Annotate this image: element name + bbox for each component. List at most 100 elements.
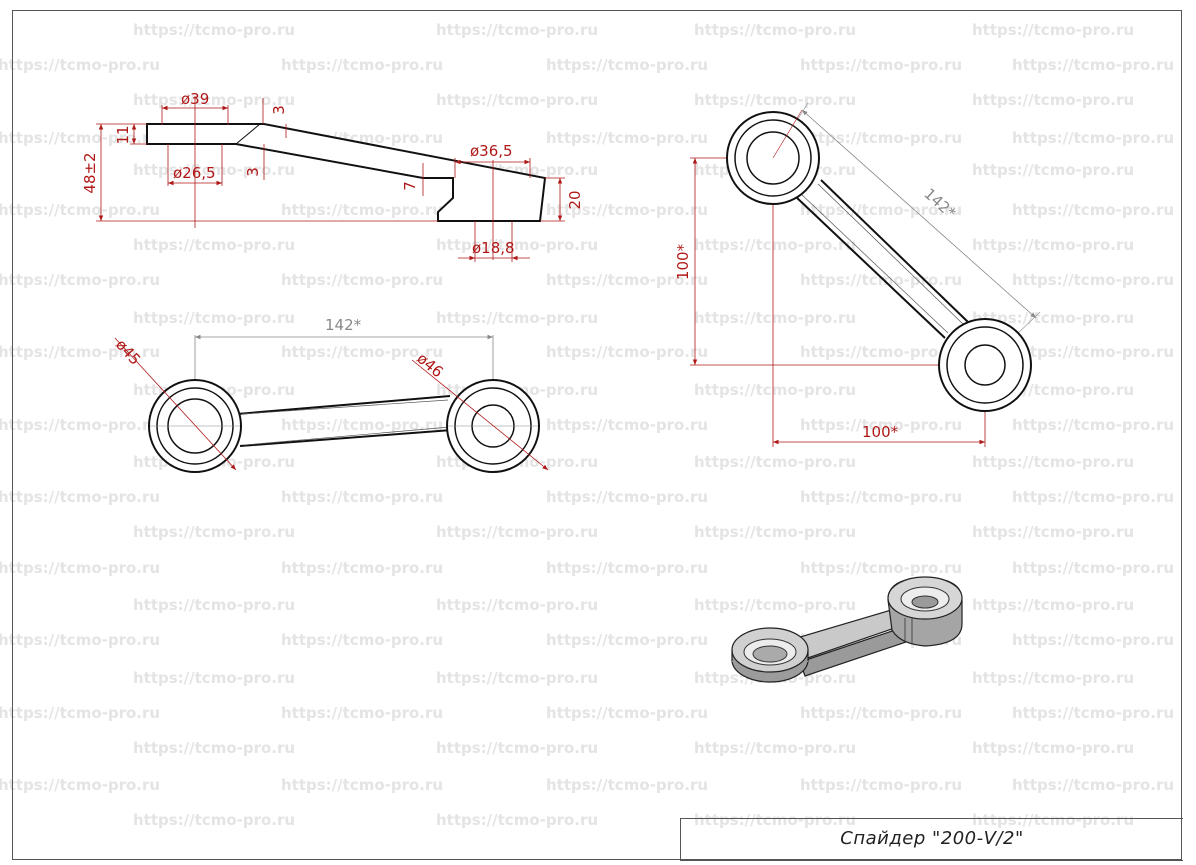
watermark-text: https://tcmo-pro.ru	[546, 343, 709, 361]
watermark-text: https://tcmo-pro.ru	[972, 453, 1135, 471]
watermark-text: https://tcmo-pro.ru	[281, 704, 444, 722]
watermark-text: https://tcmo-pro.ru	[281, 271, 444, 289]
watermark-text: https://tcmo-pro.ru	[1012, 56, 1175, 74]
watermark-text: https://tcmo-pro.ru	[436, 21, 599, 39]
watermark-text: https://tcmo-pro.ru	[281, 488, 444, 506]
watermark-text: https://tcmo-pro.ru	[0, 776, 161, 794]
watermark-text: https://tcmo-pro.ru	[694, 811, 857, 829]
watermark-text: https://tcmo-pro.ru	[0, 416, 161, 434]
dim-thick-top: 3	[270, 105, 288, 115]
watermark-text: https://tcmo-pro.ru	[436, 739, 599, 757]
angled-view: 100* 100* 142*	[674, 102, 1041, 447]
watermark-text: https://tcmo-pro.ru	[546, 271, 709, 289]
drawing-title: Спайдер "200-V/2"	[840, 828, 1024, 849]
dim-d-top-outer: ø39	[181, 90, 209, 108]
watermark-text: https://tcmo-pro.ru	[133, 596, 296, 614]
watermark-text: https://tcmo-pro.ru	[436, 669, 599, 687]
watermark-text: https://tcmo-pro.ru	[800, 343, 963, 361]
watermark-text: https://tcmo-pro.ru	[800, 704, 963, 722]
watermark-text: https://tcmo-pro.ru	[972, 523, 1135, 541]
watermark-text: https://tcmo-pro.ru	[281, 631, 444, 649]
dim-horizontal: 100*	[862, 423, 899, 441]
side-view: ø39 ø26,5 3 3 11 48±2	[81, 90, 584, 262]
watermark-text: https://tcmo-pro.ru	[694, 453, 857, 471]
watermark-text: https://tcmo-pro.ru	[436, 596, 599, 614]
watermark-text: https://tcmo-pro.ru	[972, 811, 1135, 829]
dim-step: 7	[401, 181, 419, 191]
watermark-text: https://tcmo-pro.ru	[546, 631, 709, 649]
side-view-outline	[146, 123, 547, 222]
dim-thick-inner: 3	[244, 167, 262, 177]
watermark-text: https://tcmo-pro.ru	[0, 271, 161, 289]
watermark-text: https://tcmo-pro.ru	[546, 416, 709, 434]
watermark-text: https://tcmo-pro.ru	[972, 21, 1135, 39]
top-view-arm	[236, 395, 453, 447]
watermark-text: https://tcmo-pro.ru	[0, 631, 161, 649]
watermark-text: https://tcmo-pro.ru	[1012, 129, 1175, 147]
watermark-text: https://tcmo-pro.ru	[546, 56, 709, 74]
watermark-text: https://tcmo-pro.ru	[546, 704, 709, 722]
watermark-text: https://tcmo-pro.ru	[281, 343, 444, 361]
watermark-text: https://tcmo-pro.ru	[1012, 271, 1175, 289]
dim-top-span: 142*	[325, 316, 362, 334]
watermark-text: https://tcmo-pro.ru	[133, 236, 296, 254]
watermark-text: https://tcmo-pro.ru	[800, 776, 963, 794]
watermark-text: https://tcmo-pro.ru	[1012, 488, 1175, 506]
watermark-text: https://tcmo-pro.ru	[0, 559, 161, 577]
watermark-text: https://tcmo-pro.ru	[800, 488, 963, 506]
watermark-text: https://tcmo-pro.ru	[694, 596, 857, 614]
watermark-text: https://tcmo-pro.ru	[800, 416, 963, 434]
watermark-text: https://tcmo-pro.ru	[133, 811, 296, 829]
watermark-text: https://tcmo-pro.ru	[694, 739, 857, 757]
watermark-text: https://tcmo-pro.ru	[436, 811, 599, 829]
watermark-text: https://tcmo-pro.ru	[694, 91, 857, 109]
watermark-text: https://tcmo-pro.ru	[1012, 559, 1175, 577]
angled-view-arm	[794, 179, 969, 339]
title-block: Спайдер "200-V/2"	[680, 818, 1183, 861]
watermark-text: https://tcmo-pro.ru	[281, 201, 444, 219]
watermark-text: https://tcmo-pro.ru	[0, 704, 161, 722]
watermark-text: https://tcmo-pro.ru	[694, 523, 857, 541]
watermark-text: https://tcmo-pro.ru	[133, 91, 296, 109]
watermark-text: https://tcmo-pro.ru	[281, 559, 444, 577]
watermark-text: https://tcmo-pro.ru	[1012, 776, 1175, 794]
watermark-text: https://tcmo-pro.ru	[1012, 631, 1175, 649]
watermark-text: https://tcmo-pro.ru	[972, 739, 1135, 757]
watermark-text: https://tcmo-pro.ru	[0, 343, 161, 361]
watermark-text: https://tcmo-pro.ru	[133, 161, 296, 179]
watermark-text: https://tcmo-pro.ru	[133, 523, 296, 541]
watermark-text: https://tcmo-pro.ru	[546, 559, 709, 577]
watermark-text: https://tcmo-pro.ru	[133, 309, 296, 327]
dim-total-height: 48±2	[81, 152, 99, 193]
dim-d-top-inner: ø26,5	[173, 164, 216, 182]
watermark-text: https://tcmo-pro.ru	[1012, 416, 1175, 434]
dim-d-bottom-outer: ø36,5	[470, 142, 513, 160]
top-view: 142* ø45 ø46	[112, 316, 549, 473]
watermark-text: https://tcmo-pro.ru	[133, 21, 296, 39]
watermark-text: https://tcmo-pro.ru	[972, 596, 1135, 614]
watermark-text: https://tcmo-pro.ru	[133, 739, 296, 757]
watermark-text: https://tcmo-pro.ru	[0, 129, 161, 147]
watermark-text: https://tcmo-pro.ru	[972, 669, 1135, 687]
watermark-text: https://tcmo-pro.ru	[546, 488, 709, 506]
watermark-text: https://tcmo-pro.ru	[0, 488, 161, 506]
dim-vertical: 100*	[674, 243, 692, 280]
watermark-text: https://tcmo-pro.ru	[546, 776, 709, 794]
watermark-text: https://tcmo-pro.ru	[800, 559, 963, 577]
drawing-frame	[12, 10, 1182, 860]
watermark-text: https://tcmo-pro.ru	[1012, 343, 1175, 361]
watermark-text: https://tcmo-pro.ru	[694, 21, 857, 39]
isometric-view	[731, 576, 963, 683]
watermark-text: https://tcmo-pro.ru	[436, 523, 599, 541]
watermark-text: https://tcmo-pro.ru	[546, 201, 709, 219]
angled-view-lower-ring	[938, 318, 1032, 412]
dim-height-right: 20	[566, 190, 584, 209]
dim-height-left: 11	[114, 125, 132, 144]
dim-d-bottom-inner: ø18,8	[472, 239, 515, 257]
watermark-text: https://tcmo-pro.ru	[436, 236, 599, 254]
watermark-text: https://tcmo-pro.ru	[133, 669, 296, 687]
watermark-text: https://tcmo-pro.ru	[281, 776, 444, 794]
watermark-text: https://tcmo-pro.ru	[281, 416, 444, 434]
